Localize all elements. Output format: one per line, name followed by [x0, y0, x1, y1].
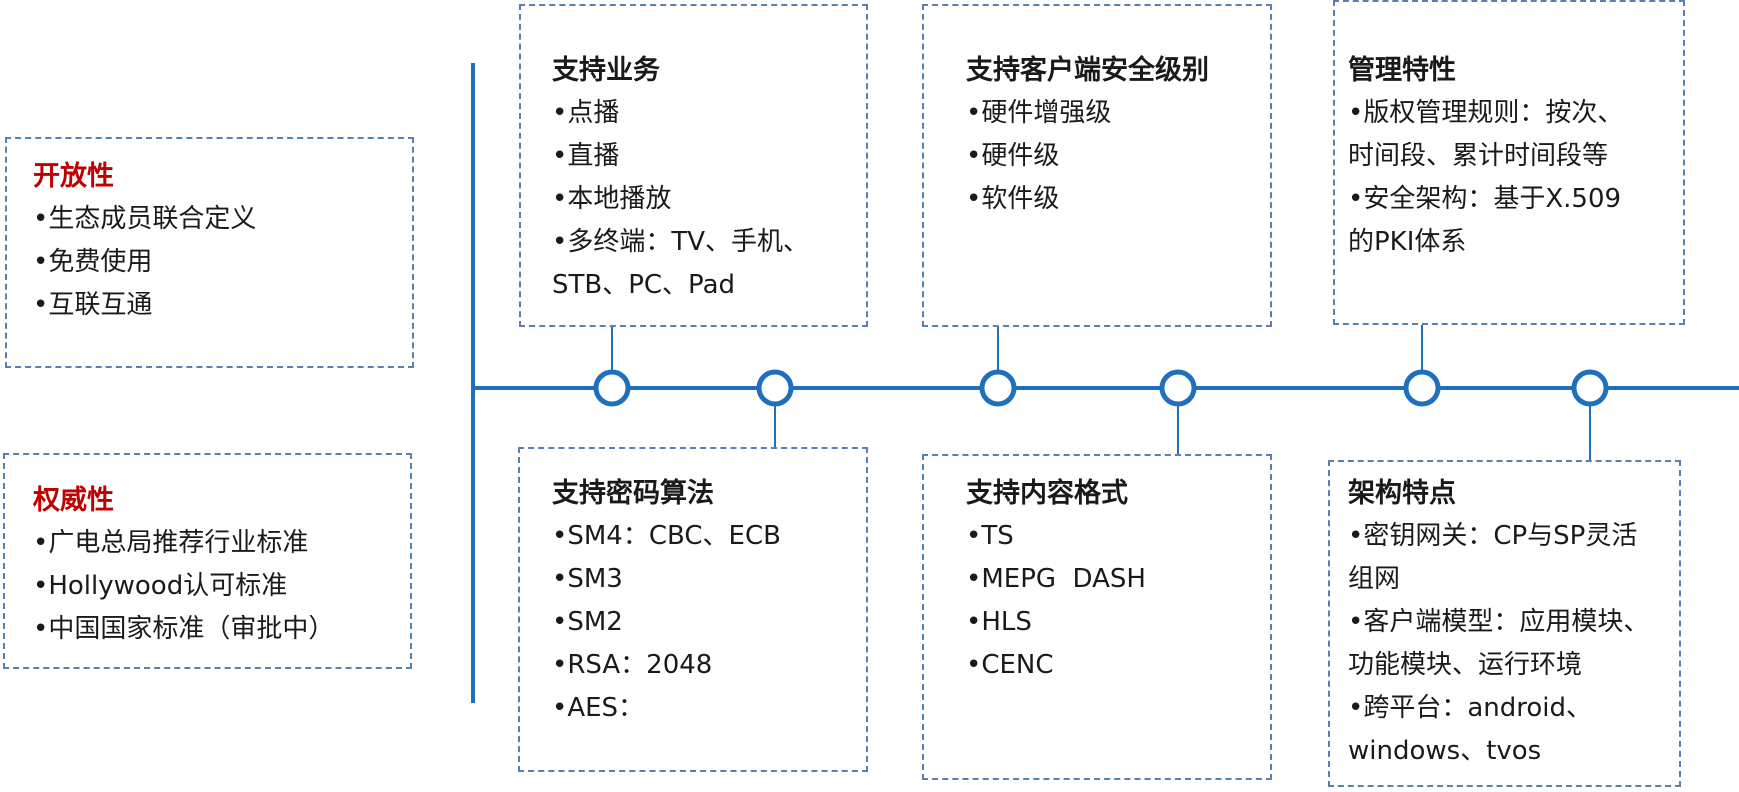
management-features-list: 版权管理规则：按次、 时间段、累计时间段等 安全架构：基于X.509 的PKI体…	[1348, 92, 1683, 264]
authority-title: 权威性	[33, 485, 114, 516]
list-item: 安全架构：基于X.509 的PKI体系	[1348, 178, 1683, 264]
list-item: SM2	[552, 601, 866, 644]
openness-box: 开放性 生态成员联合定义 免费使用 互联互通	[5, 137, 414, 368]
content-formats-box: 支持内容格式 TS MEPG DASH HLS CENC	[922, 454, 1272, 780]
list-item: 多终端：TV、手机、 STB、PC、Pad	[552, 221, 866, 307]
timeline-node-2	[756, 369, 794, 407]
list-item: MEPG DASH	[966, 558, 1270, 601]
openness-title: 开放性	[33, 161, 114, 192]
timeline-node-3	[979, 369, 1017, 407]
list-item: Hollywood认可标准	[33, 565, 410, 608]
content-formats-list: TS MEPG DASH HLS CENC	[966, 515, 1270, 687]
list-item: AES：	[552, 687, 866, 730]
supported-services-list: 点播 直播 本地播放 多终端：TV、手机、 STB、PC、Pad	[552, 92, 866, 307]
list-item: 本地播放	[552, 178, 866, 221]
list-item: 中国国家标准（审批中）	[33, 608, 410, 651]
architecture-features-list: 密钥网关：CP与SP灵活 组网 客户端模型：应用模块、 功能模块、运行环境 跨平…	[1348, 515, 1679, 773]
supported-services-title: 支持业务	[552, 55, 660, 86]
architecture-features-title: 架构特点	[1348, 478, 1456, 509]
list-item: 广电总局推荐行业标准	[33, 522, 410, 565]
architecture-features-box: 架构特点 密钥网关：CP与SP灵活 组网 客户端模型：应用模块、 功能模块、运行…	[1328, 460, 1681, 787]
timeline-node-4	[1159, 369, 1197, 407]
timeline-node-5	[1403, 369, 1441, 407]
timeline-node-6	[1571, 369, 1609, 407]
client-security-level-box: 支持客户端安全级别 硬件增强级 硬件级 软件级	[922, 4, 1272, 327]
client-security-level-list: 硬件增强级 硬件级 软件级	[966, 92, 1270, 221]
management-features-title: 管理特性	[1348, 55, 1456, 86]
list-item: 客户端模型：应用模块、 功能模块、运行环境	[1348, 601, 1679, 687]
list-item: 直播	[552, 135, 866, 178]
list-item: SM4：CBC、ECB	[552, 515, 866, 558]
list-item: HLS	[966, 601, 1270, 644]
list-item: 生态成员联合定义	[33, 198, 412, 241]
management-features-box: 管理特性 版权管理规则：按次、 时间段、累计时间段等 安全架构：基于X.509 …	[1333, 0, 1685, 325]
content-formats-title: 支持内容格式	[966, 478, 1128, 509]
list-item: CENC	[966, 644, 1270, 687]
crypto-algorithms-list: SM4：CBC、ECB SM3 SM2 RSA：2048 AES：	[552, 515, 866, 730]
list-item: 密钥网关：CP与SP灵活 组网	[1348, 515, 1679, 601]
list-item: 硬件级	[966, 135, 1270, 178]
list-item: 跨平台：android、 windows、tvos	[1348, 687, 1679, 773]
client-security-level-title: 支持客户端安全级别	[966, 55, 1209, 86]
list-item: SM3	[552, 558, 866, 601]
crypto-algorithms-title: 支持密码算法	[552, 478, 714, 509]
authority-list: 广电总局推荐行业标准 Hollywood认可标准 中国国家标准（审批中）	[33, 522, 410, 651]
list-item: 点播	[552, 92, 866, 135]
list-item: 软件级	[966, 178, 1270, 221]
list-item: 互联互通	[33, 284, 412, 327]
supported-services-box: 支持业务 点播 直播 本地播放 多终端：TV、手机、 STB、PC、Pad	[519, 4, 868, 327]
crypto-algorithms-box: 支持密码算法 SM4：CBC、ECB SM3 SM2 RSA：2048 AES：	[518, 447, 868, 772]
list-item: 硬件增强级	[966, 92, 1270, 135]
list-item: 版权管理规则：按次、 时间段、累计时间段等	[1348, 92, 1683, 178]
list-item: TS	[966, 515, 1270, 558]
authority-box: 权威性 广电总局推荐行业标准 Hollywood认可标准 中国国家标准（审批中）	[3, 453, 412, 669]
list-item: RSA：2048	[552, 644, 866, 687]
timeline-node-1	[593, 369, 631, 407]
openness-list: 生态成员联合定义 免费使用 互联互通	[33, 198, 412, 327]
list-item: 免费使用	[33, 241, 412, 284]
